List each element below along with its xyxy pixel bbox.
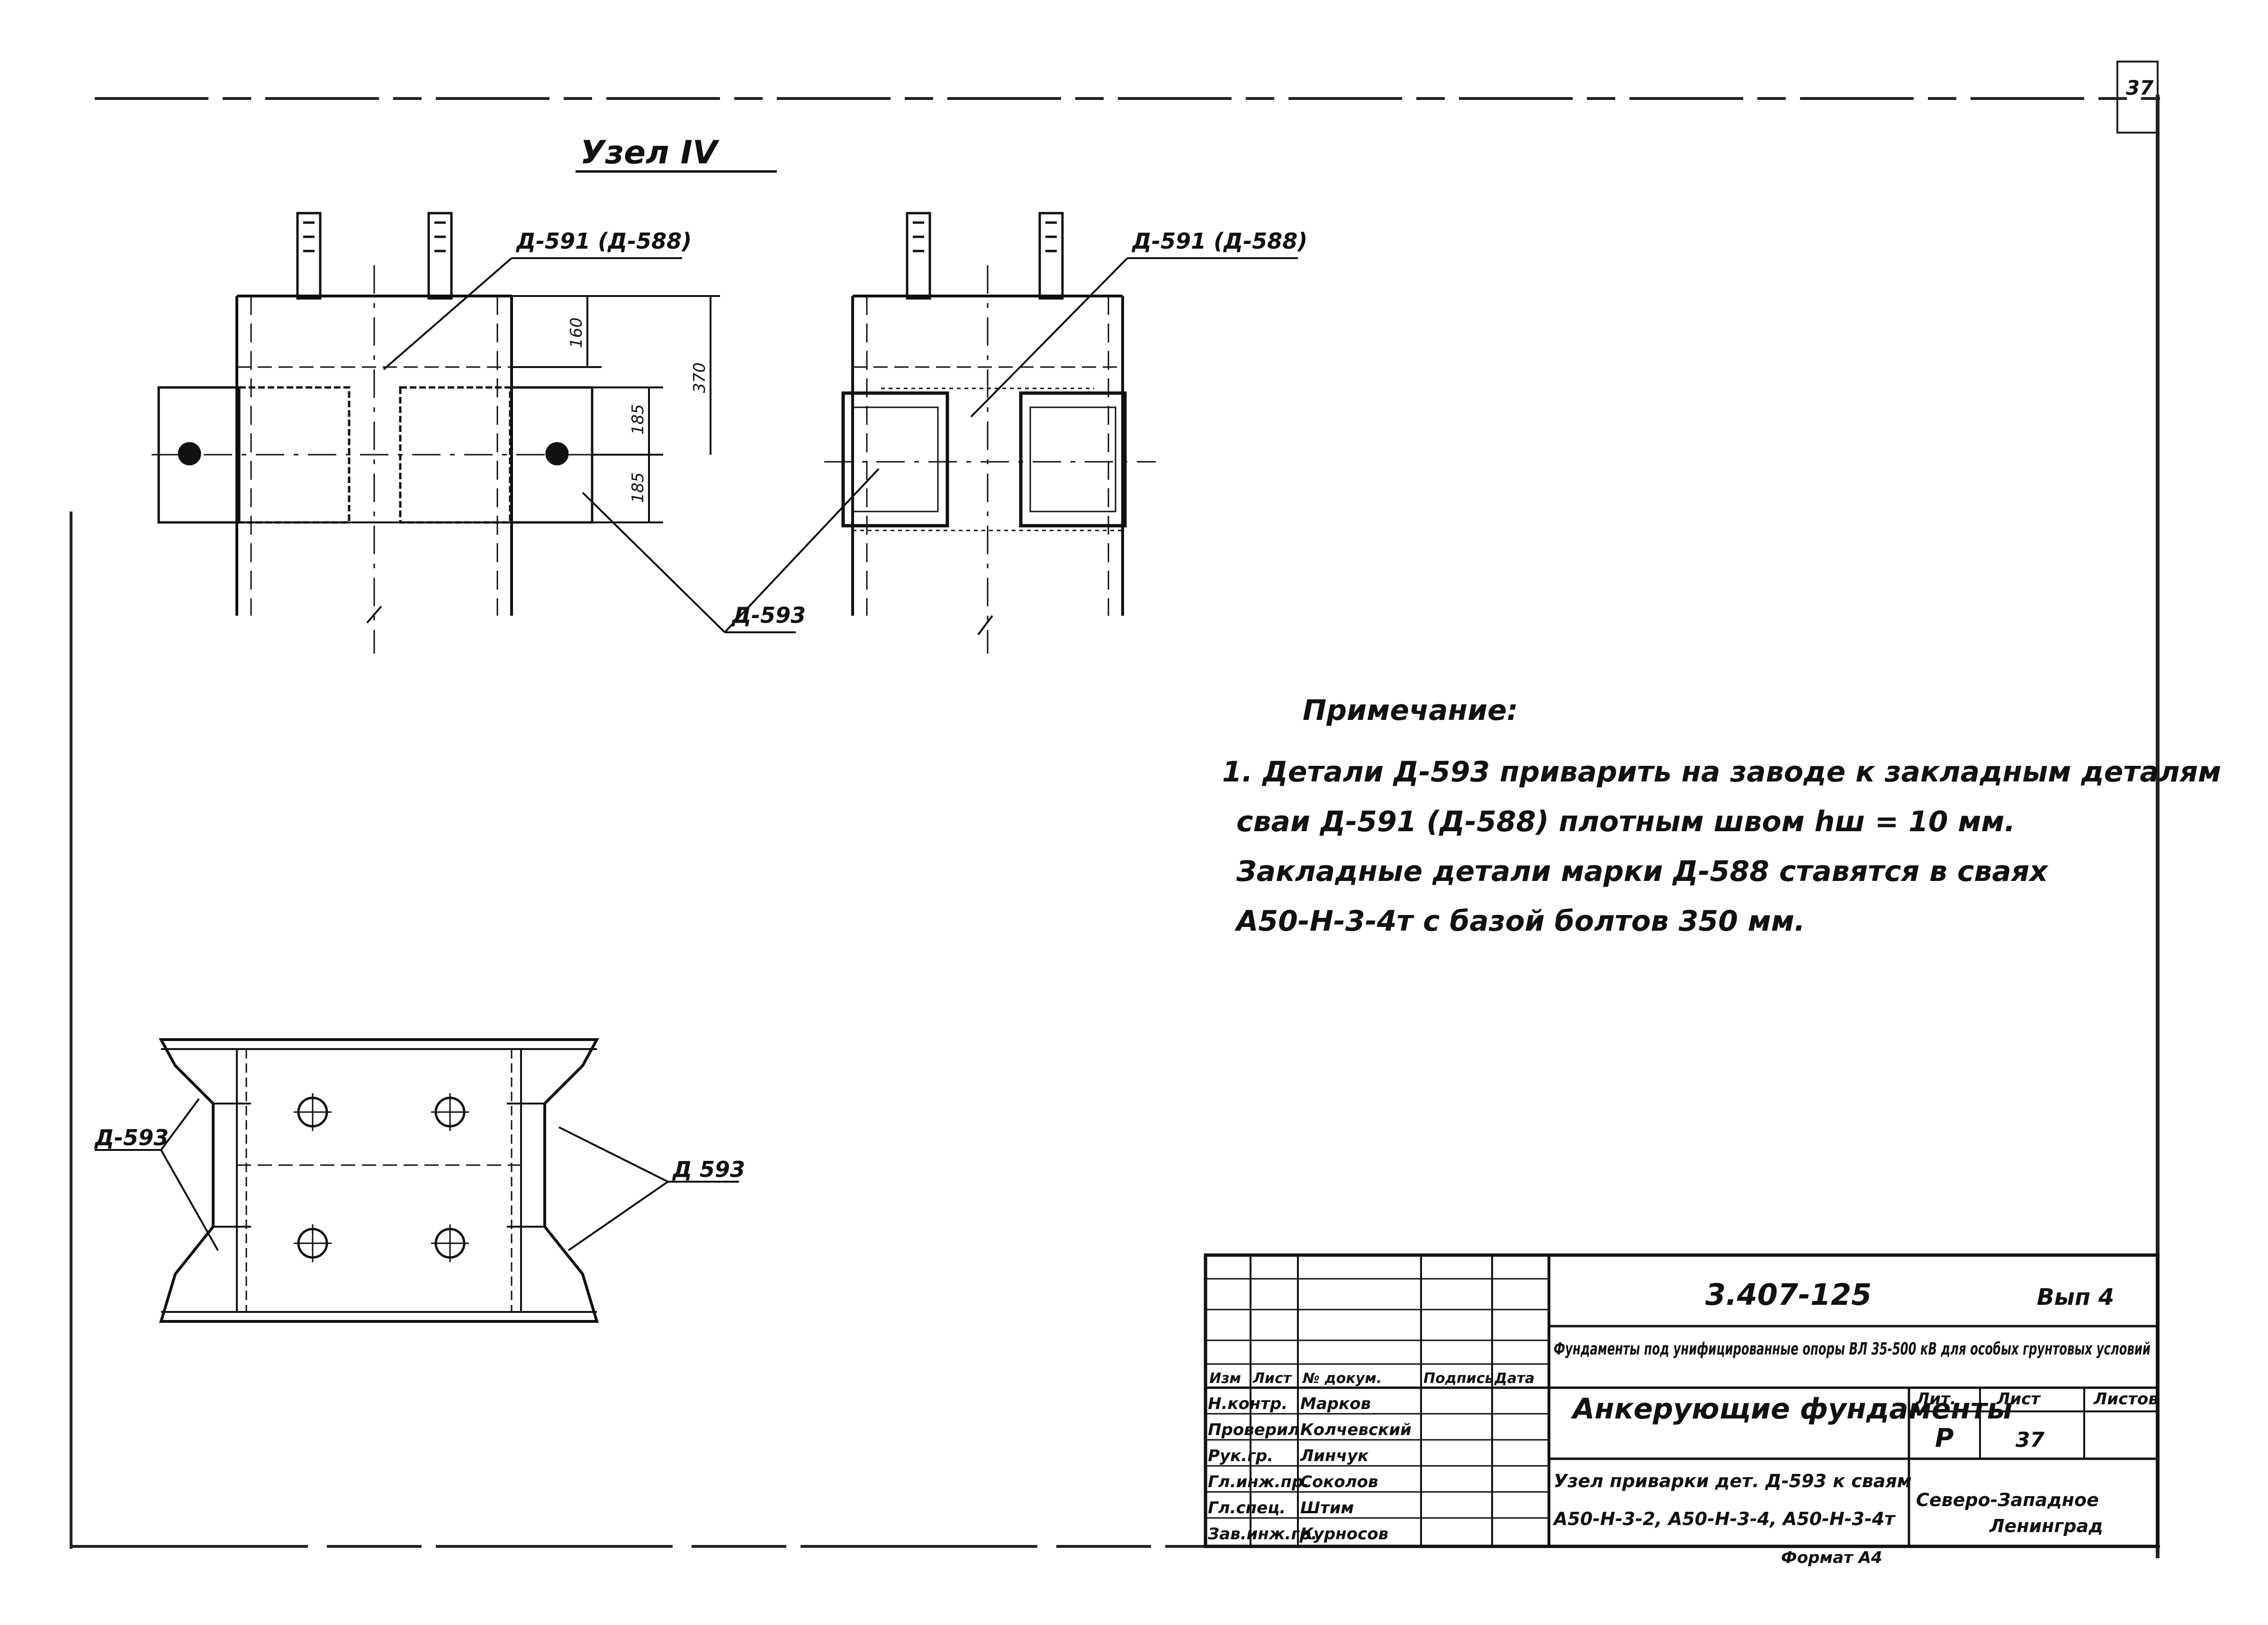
col-date: Дата	[1494, 1370, 1535, 1387]
bolt-hole-right	[545, 442, 569, 466]
anchor-bolt-1	[296, 212, 322, 300]
side-weld-plate-left	[841, 391, 949, 528]
bolt-hole-left	[178, 442, 201, 466]
title-block-text: Изм Лист № докум. Подпись Дата Н.контр. …	[1207, 1277, 2159, 1567]
front-view-leaders	[383, 257, 796, 633]
plan-view	[158, 1038, 600, 1323]
role-3: Гл.инж.пр.	[1208, 1472, 1309, 1491]
anchor-bolt-4	[1038, 212, 1064, 300]
name-4: Штим	[1300, 1499, 1354, 1517]
title-block	[1204, 1253, 2160, 1548]
dim-185-upper: 185	[629, 404, 648, 435]
role-4: Гл.спец.	[1208, 1499, 1286, 1517]
col-list: Лист	[1252, 1370, 1292, 1387]
name-0: Марков	[1300, 1394, 1371, 1413]
note-line-1: 1. Детали Д-593 приварить на заводе к за…	[1222, 755, 2221, 789]
label-plate-left: Д-593	[94, 1125, 169, 1150]
anchor-bolt-3	[906, 212, 931, 300]
org-city: Ленинград	[1989, 1516, 2103, 1536]
name-5: Курносов	[1300, 1525, 1388, 1544]
col-sheet: Лист	[1996, 1390, 2041, 1409]
document-code: 3.407-125	[1705, 1277, 1872, 1312]
org-name: Северо-Западное	[1916, 1490, 2099, 1510]
lit-value: Р	[1935, 1423, 1954, 1453]
label-plate-top: Д-593	[731, 602, 806, 628]
label-plate-right: Д 593	[672, 1157, 745, 1182]
plan-plate	[236, 1048, 522, 1313]
format-label: Формат А4	[1781, 1548, 1882, 1567]
side-view	[824, 212, 1156, 654]
anchor-bolt-2	[427, 212, 453, 300]
dim-370: 370	[690, 362, 709, 393]
sheet-title-1: Узел приварки дет. Д-593 к сваям	[1554, 1471, 1912, 1491]
role-5: Зав.инж.гр.	[1207, 1525, 1317, 1544]
note-line-2: сваи Д-591 (Д-588) плотным швом hш = 10 …	[1236, 805, 2015, 838]
col-izm: Изм	[1209, 1370, 1241, 1387]
note-line-3: Закладные детали марки Д-588 ставятся в …	[1236, 855, 2049, 888]
view-title: Узел IV	[580, 134, 720, 171]
note-block: Примечание: 1. Детали Д-593 приварить на…	[1222, 694, 2221, 938]
front-view	[152, 212, 602, 654]
view-title-group: Узел IV	[576, 134, 777, 173]
name-1: Колчевский	[1300, 1420, 1412, 1439]
sheet-title-2: А50-Н-3-2, А50-Н-3-4, А50-Н-3-4т	[1552, 1508, 1896, 1529]
sheet-frame	[70, 61, 2160, 1558]
document-title: Анкерующие фундаменты	[1571, 1392, 2013, 1426]
note-line-4: А50-Н-3-4т с базой болтов 350 мм.	[1234, 905, 1805, 938]
dim-160: 160	[567, 317, 586, 348]
role-2: Рук.гр.	[1208, 1446, 1273, 1465]
issue-number: Вып 4	[2037, 1284, 2114, 1311]
col-sign: Подпись	[1423, 1370, 1494, 1387]
name-3: Соколов	[1300, 1472, 1378, 1491]
note-heading: Примечание:	[1303, 694, 1518, 727]
label-embed-1: Д-591 (Д-588)	[515, 228, 692, 254]
name-2: Линчук	[1300, 1446, 1369, 1465]
role-0: Н.контр.	[1208, 1394, 1287, 1413]
col-lit: Лит.	[1916, 1390, 1956, 1409]
sheet-number: 37	[2126, 76, 2154, 99]
sheet-value: 37	[2016, 1428, 2045, 1452]
col-sheets: Листов	[2093, 1390, 2159, 1409]
side-view-leaders	[724, 257, 1298, 633]
project-description: Фундаменты под унифицированные опоры ВЛ …	[1554, 1339, 2151, 1359]
front-view-dimensions	[512, 295, 720, 523]
role-1: Проверил	[1208, 1420, 1300, 1439]
dim-185-lower: 185	[629, 472, 648, 503]
col-doc: № докум.	[1302, 1370, 1382, 1387]
side-weld-plate-right	[1019, 391, 1127, 528]
plan-view-leaders	[95, 1098, 739, 1251]
label-embed-2: Д-591 (Д-588)	[1131, 228, 1307, 254]
